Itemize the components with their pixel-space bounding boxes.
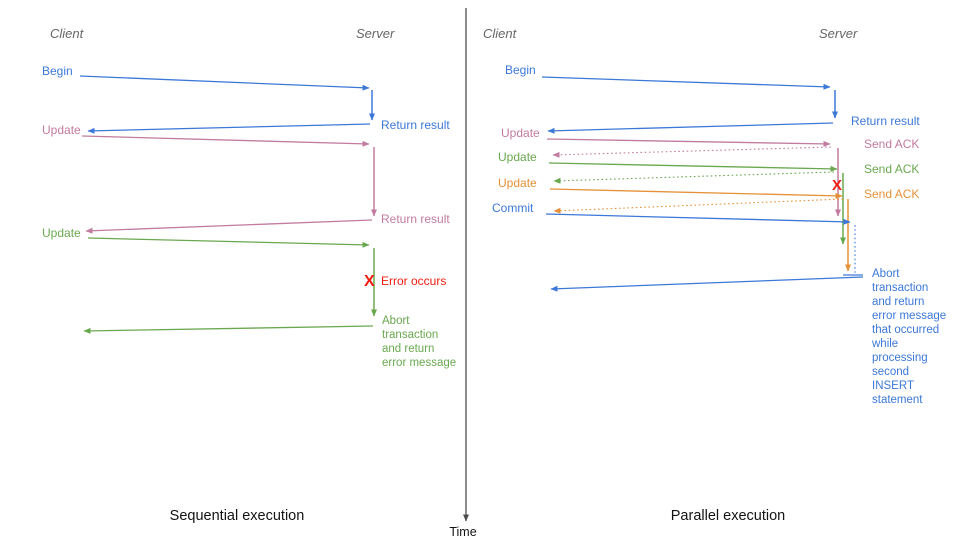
right-send-ack-1-arrow bbox=[552, 146, 832, 158]
left-diagram-title: Sequential execution bbox=[170, 508, 305, 524]
left-abort-text-line: transaction bbox=[382, 329, 438, 341]
right-abort-return-arrow bbox=[550, 276, 864, 292]
left-return-result-2-label: Return result bbox=[381, 212, 450, 226]
right-abort-text-line: that occurred bbox=[872, 324, 939, 336]
right-return-result-arrow bbox=[547, 122, 834, 134]
right-commit-label: Commit bbox=[492, 201, 534, 215]
left-return-result-1-label: Return result bbox=[381, 118, 450, 132]
left-error-x-icon: X bbox=[364, 273, 375, 290]
right-abort-text-line: transaction bbox=[872, 282, 928, 294]
left-return-result-1-arrow bbox=[87, 123, 371, 134]
right-abort-text-line: Abort bbox=[872, 268, 900, 280]
right-update-2-label: Update bbox=[498, 150, 537, 164]
left-update-2-arrow bbox=[87, 237, 370, 248]
right-client-header: Client bbox=[483, 26, 518, 41]
right-diagram-title: Parallel execution bbox=[671, 508, 785, 524]
right-begin-label: Begin bbox=[505, 63, 536, 77]
left-begin-label: Begin bbox=[42, 64, 73, 78]
right-commit-arrow bbox=[545, 213, 851, 225]
right-send-ack-1-label: Send ACK bbox=[864, 137, 919, 151]
right-abort-text-line: and return bbox=[872, 296, 924, 308]
right-send-ack-3-label: Send ACK bbox=[864, 187, 919, 201]
left-error-label: Error occurs bbox=[381, 274, 446, 288]
left-client-header: Client bbox=[50, 26, 85, 41]
left-update-2-label: Update bbox=[42, 226, 81, 240]
left-server-header: Server bbox=[356, 26, 395, 41]
right-abort-text-line: INSERT bbox=[872, 380, 914, 392]
right-begin-arrow bbox=[541, 76, 831, 90]
right-abort-text-line: statement bbox=[872, 394, 923, 406]
right-update-1-label: Update bbox=[501, 126, 540, 140]
right-abort-text-line: processing bbox=[872, 352, 928, 364]
right-server-header: Server bbox=[819, 26, 858, 41]
left-abort-return-arrow bbox=[83, 325, 374, 334]
right-abort-text-line: while bbox=[871, 338, 898, 350]
right-abort-text-line: error message bbox=[872, 310, 946, 322]
left-abort-text-line: error message bbox=[382, 357, 456, 369]
right-send-ack-3-arrow bbox=[553, 198, 844, 214]
left-begin-arrow bbox=[79, 75, 370, 91]
right-send-ack-2-label: Send ACK bbox=[864, 162, 919, 176]
left-update-1-label: Update bbox=[42, 123, 81, 137]
right-update-2-arrow bbox=[548, 162, 838, 172]
left-return-result-2-arrow bbox=[85, 219, 373, 234]
right-update-3-label: Update bbox=[498, 176, 537, 190]
right-return-result-label: Return result bbox=[851, 114, 920, 128]
right-update-3-arrow bbox=[549, 188, 843, 199]
left-abort-text-line: and return bbox=[382, 343, 434, 355]
left-update-1-arrow bbox=[81, 135, 370, 147]
left-abort-text-line: Abort bbox=[382, 315, 410, 327]
right-abort-text-line: second bbox=[872, 366, 909, 378]
right-update-1-arrow bbox=[546, 138, 831, 147]
right-send-ack-2-arrow bbox=[553, 171, 835, 184]
right-error-x-icon: X bbox=[832, 177, 842, 194]
time-axis-label: Time bbox=[449, 525, 476, 539]
